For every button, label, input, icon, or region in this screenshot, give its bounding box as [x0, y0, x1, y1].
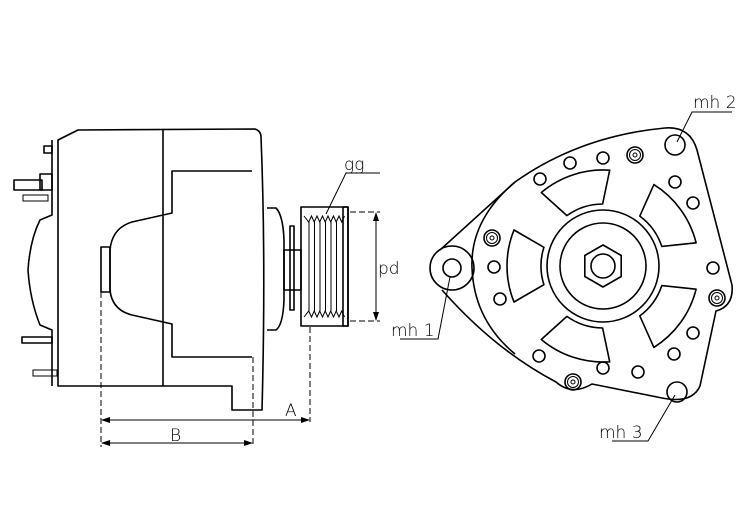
- vent-hole: [487, 260, 501, 274]
- mh1-leader: [400, 276, 451, 340]
- stator-outline: [109, 170, 252, 358]
- front-hub: [267, 207, 285, 331]
- vent-hole: [668, 175, 682, 189]
- terminal-top: [43, 145, 53, 154]
- stud-bottom: [32, 369, 58, 377]
- a-label: A: [285, 401, 297, 421]
- vent-hole: [493, 292, 507, 306]
- bolt-washer: [567, 376, 579, 388]
- fan-window: [540, 315, 611, 363]
- housing-bolts: [483, 146, 726, 391]
- mh2-leader: [676, 111, 732, 143]
- bolt-center: [714, 295, 720, 301]
- vent-holes: [487, 151, 720, 379]
- terminal-bottom: [21, 336, 53, 344]
- brush-holder: [100, 246, 111, 293]
- bolt-head: [564, 373, 582, 391]
- mh2-label: mh 2: [693, 93, 737, 113]
- stud-top: [22, 194, 49, 202]
- terminal-b: [13, 179, 43, 191]
- mh3-label: mh 3: [599, 423, 643, 443]
- bolt-washer: [711, 292, 723, 304]
- hub-inner: [559, 222, 647, 310]
- front-housing-outline: [439, 127, 733, 401]
- b-label: B: [170, 426, 181, 446]
- terminal-b-base: [39, 173, 53, 191]
- mh1-label: mh 1: [391, 321, 435, 341]
- vent-hole: [532, 349, 546, 363]
- mount-hole-3: [666, 381, 688, 403]
- mh3-leader: [612, 394, 676, 442]
- bolt-head: [708, 289, 726, 307]
- hex-nut: [583, 244, 623, 288]
- groove-teeth: [303, 309, 345, 319]
- hub-outer: [546, 209, 660, 323]
- bolt-center: [570, 379, 576, 385]
- fan-window: [639, 183, 697, 248]
- pd-label: pd: [378, 259, 400, 279]
- gg-leader: [325, 172, 380, 215]
- fan-window: [639, 284, 697, 349]
- fan-window: [506, 229, 545, 303]
- housing-outline: [57, 128, 265, 411]
- bolt-washer: [629, 149, 641, 161]
- bolt-center: [489, 235, 495, 241]
- bolt-head: [483, 229, 501, 247]
- pulley: [300, 206, 349, 327]
- bolt-center: [632, 152, 638, 158]
- bolt-head: [626, 146, 644, 164]
- mount-hole-2: [664, 134, 686, 156]
- vent-hole: [631, 365, 645, 379]
- mount-hole-1: [442, 258, 462, 278]
- pulley-grooves: [303, 214, 345, 319]
- fan-windows: [506, 169, 697, 363]
- vent-hole: [686, 196, 700, 210]
- bolt-washer: [486, 232, 498, 244]
- vent-hole: [563, 156, 577, 170]
- vent-hole: [686, 326, 700, 340]
- pulley-rim: [342, 206, 349, 327]
- front-housing-inner-edge: [471, 181, 516, 355]
- shaft: [283, 249, 302, 291]
- groove-teeth: [303, 214, 345, 224]
- flange: [289, 225, 295, 311]
- vent-hole: [533, 172, 547, 186]
- mount-hole-1-boss: [429, 245, 475, 291]
- vent-hole: [596, 151, 610, 165]
- shaft-end: [590, 253, 616, 279]
- vent-hole: [706, 261, 720, 275]
- fan-window: [540, 169, 611, 217]
- gg-label: gg: [344, 155, 364, 175]
- vent-hole: [667, 347, 681, 361]
- rear-cover: [27, 140, 53, 386]
- vent-hole: [596, 361, 610, 375]
